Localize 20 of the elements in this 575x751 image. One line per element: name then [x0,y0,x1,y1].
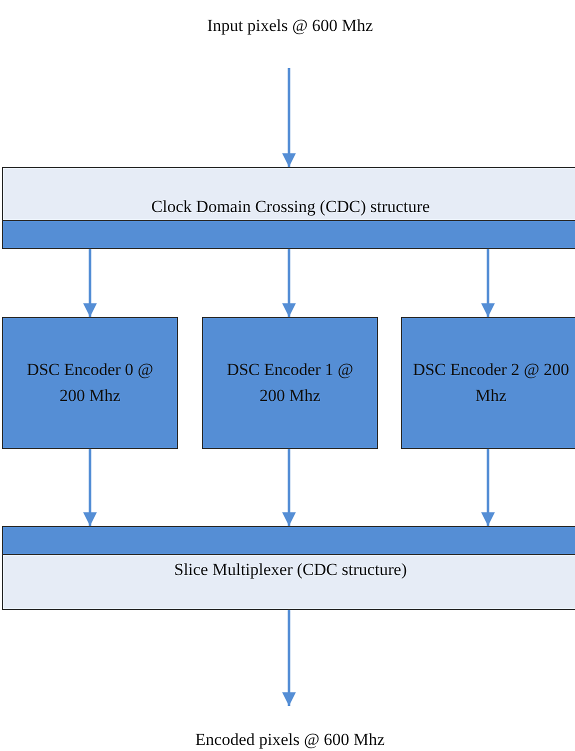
band-label: Clock Domain Crossing (CDC) structure [150,196,431,218]
cdc-band [2,167,575,249]
block-label: DSC Encoder 1 @ 200 Mhz [226,359,354,407]
block-label: DSC Encoder 0 @ 200 Mhz [26,359,154,407]
encoder-block [401,317,575,449]
io-label: Input pixels @ 600 Mhz [200,0,380,52]
arrow [282,449,296,526]
block-label: DSC Encoder 2 @ 200 Mhz [412,359,570,407]
band-label: Slice Multiplexer (CDC structure) [173,559,408,581]
cdc-band [2,526,575,610]
arrow [282,610,296,706]
arrow [282,68,296,167]
arrow [481,249,495,317]
arrow [481,449,495,526]
io-label: Encoded pixels @ 600 Mhz [140,728,440,751]
encoder-block [202,317,378,449]
encoder-block [2,317,178,449]
arrow [83,449,97,526]
arrow [282,249,296,317]
arrow [83,249,97,317]
